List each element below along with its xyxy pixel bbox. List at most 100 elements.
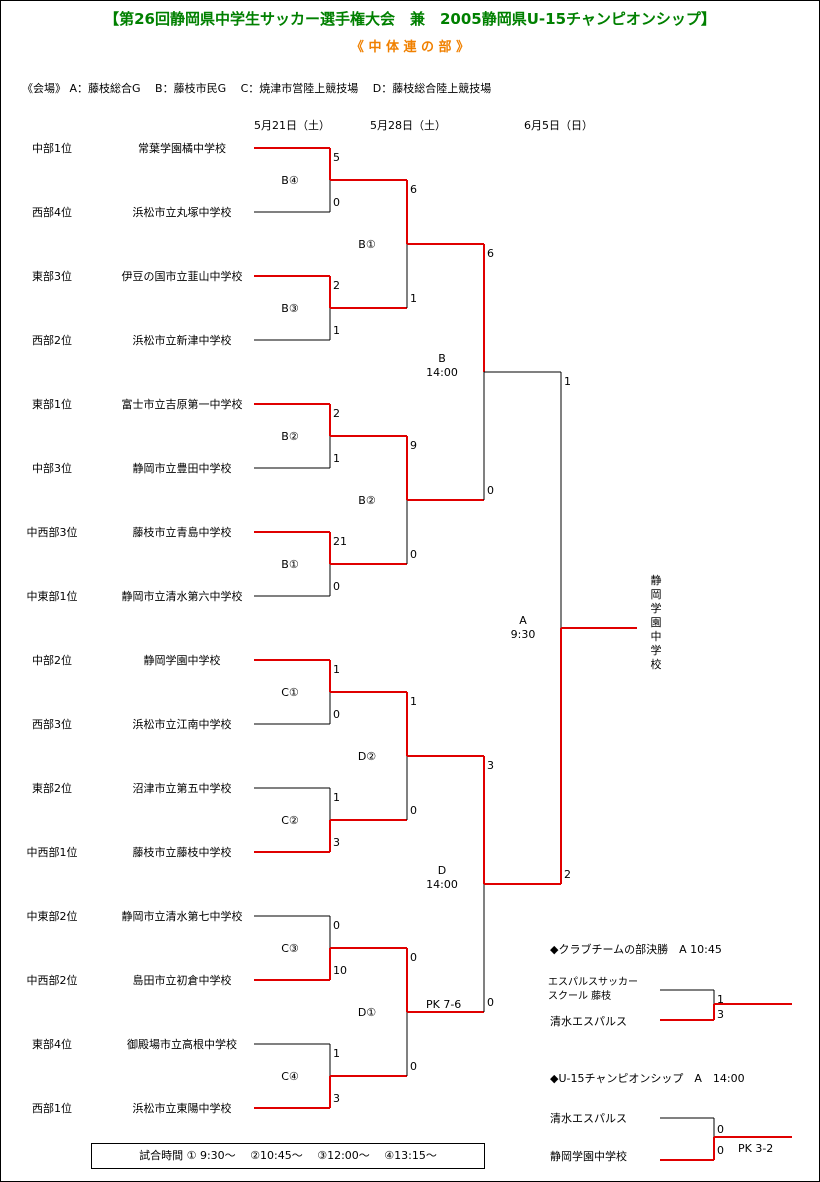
team-rank: 西部4位 xyxy=(32,206,72,219)
score: 10 xyxy=(333,964,347,977)
score: 2 xyxy=(333,407,340,420)
score: 3 xyxy=(717,1008,724,1021)
match-venue: C④ xyxy=(281,1070,299,1083)
score: 0 xyxy=(487,484,494,497)
team-rank: 西部2位 xyxy=(32,334,72,347)
match-time: 14:00 xyxy=(426,366,458,379)
score: 0 xyxy=(333,196,340,209)
match-venue: B④ xyxy=(281,174,299,187)
team-rank: 中東部1位 xyxy=(26,590,78,603)
score: 1 xyxy=(717,993,724,1006)
match-venue: A xyxy=(519,614,527,627)
team-rank: 東部2位 xyxy=(32,782,72,795)
score: 0 xyxy=(410,1060,417,1073)
team-school: 浜松市立丸塚中学校 xyxy=(132,206,232,219)
score: 9 xyxy=(410,439,417,452)
date-round1: 5月21日（土） xyxy=(254,119,330,132)
match-time: 14:00 xyxy=(426,878,458,891)
club-team2: 清水エスパルス xyxy=(550,1015,627,1028)
score: 0 xyxy=(717,1123,724,1136)
pk-score: PK 7-6 xyxy=(426,998,462,1011)
team-rank: 中西部3位 xyxy=(26,526,78,539)
score: 0 xyxy=(333,708,340,721)
team-school: 島田市立初倉中学校 xyxy=(132,974,232,987)
score: 0 xyxy=(333,919,340,932)
score: 1 xyxy=(333,663,340,676)
team-rank: 東部1位 xyxy=(32,398,72,411)
score: 6 xyxy=(410,183,417,196)
u15-team1: 清水エスパルス xyxy=(550,1112,627,1125)
team-school: 浜松市立江南中学校 xyxy=(132,718,232,731)
date-round3: 6月5日（日） xyxy=(524,119,593,132)
team-school: 富士市立吉原第一中学校 xyxy=(121,398,243,411)
team-rank: 中西部2位 xyxy=(26,974,78,987)
club-team1: スクール 藤枝 xyxy=(548,991,612,1002)
match-venue: B② xyxy=(281,430,299,443)
u15-team2: 静岡学園中学校 xyxy=(550,1150,627,1163)
team-rank: 中部2位 xyxy=(32,654,72,667)
score: 6 xyxy=(487,247,494,260)
match-venue: B① xyxy=(281,558,299,571)
team-rank: 西部3位 xyxy=(32,718,72,731)
team-rank: 東部4位 xyxy=(32,1038,72,1051)
club-final-title: ◆クラブチームの部決勝 A 10:45 xyxy=(550,943,722,956)
team-rank: 中部3位 xyxy=(32,462,72,475)
match-venue: C② xyxy=(281,814,299,827)
club-team1: エスパルスサッカー xyxy=(548,977,638,988)
pk-score: PK 3-2 xyxy=(738,1142,774,1155)
match-venue: B③ xyxy=(281,302,299,315)
score: 0 xyxy=(410,951,417,964)
team-school: 浜松市立新津中学校 xyxy=(132,334,232,347)
match-venue: D xyxy=(437,864,447,877)
team-school: 静岡市立清水第七中学校 xyxy=(121,910,243,923)
score: 0 xyxy=(410,548,417,561)
score: 21 xyxy=(333,535,347,548)
score: 2 xyxy=(333,279,340,292)
match-venue: D② xyxy=(357,750,377,763)
score: 2 xyxy=(564,868,571,881)
score: 0 xyxy=(717,1144,724,1157)
score: 3 xyxy=(333,1092,340,1105)
team-school: 藤枝市立青島中学校 xyxy=(132,526,232,539)
score: 1 xyxy=(564,375,571,388)
score: 1 xyxy=(410,695,417,708)
score: 1 xyxy=(333,324,340,337)
team-school: 静岡学園中学校 xyxy=(143,654,221,667)
score: 0 xyxy=(410,804,417,817)
score: 1 xyxy=(333,791,340,804)
team-rank: 中東部2位 xyxy=(26,910,78,923)
page-title: 【第26回静岡県中学生サッカー選手権大会 兼 2005静岡県U-15チャンピオン… xyxy=(104,10,716,28)
team-school: 静岡市立清水第六中学校 xyxy=(121,590,243,603)
team-rank: 中部1位 xyxy=(32,142,72,155)
team-rank: 東部3位 xyxy=(32,270,72,283)
match-venue: B① xyxy=(358,238,376,251)
match-time: 9:30 xyxy=(510,628,536,641)
team-school: 常葉学園橘中学校 xyxy=(138,142,226,155)
team-school: 静岡市立豊田中学校 xyxy=(132,462,232,475)
champion-name: 静岡学園中学校 xyxy=(650,574,662,671)
match-venue: C③ xyxy=(281,942,299,955)
team-rank: 西部1位 xyxy=(32,1102,72,1115)
team-school: 藤枝市立藤枝中学校 xyxy=(132,846,232,859)
score: 5 xyxy=(333,151,340,164)
date-round2: 5月28日（土） xyxy=(370,119,446,132)
match-venue: D① xyxy=(357,1006,377,1019)
venue-legend: 《会場》 A：藤枝総合G B：藤枝市民G C：焼津市営陸上競技場 D：藤枝総合陸… xyxy=(22,82,492,95)
team-school: 伊豆の国市立韮山中学校 xyxy=(121,270,243,283)
match-times-box: 試合時間 ① 9:30～ ②10:45～ ③12:00～ ④13:15～ xyxy=(91,1143,485,1169)
team-school: 御殿場市立高根中学校 xyxy=(127,1038,237,1051)
score: 3 xyxy=(487,759,494,772)
score: 1 xyxy=(333,1047,340,1060)
match-venue: B xyxy=(438,352,446,365)
match-venue: C① xyxy=(281,686,299,699)
team-school: 浜松市立東陽中学校 xyxy=(132,1102,232,1115)
u15-title: ◆U-15チャンピオンシップ A 14:00 xyxy=(550,1072,745,1085)
score: 0 xyxy=(487,996,494,1009)
team-rank: 中西部1位 xyxy=(26,846,78,859)
score: 0 xyxy=(333,580,340,593)
score: 1 xyxy=(333,452,340,465)
score: 1 xyxy=(410,292,417,305)
match-venue: B② xyxy=(358,494,376,507)
score: 3 xyxy=(333,836,340,849)
page-subtitle: 《 中 体 連 の 部 》 xyxy=(350,40,470,55)
